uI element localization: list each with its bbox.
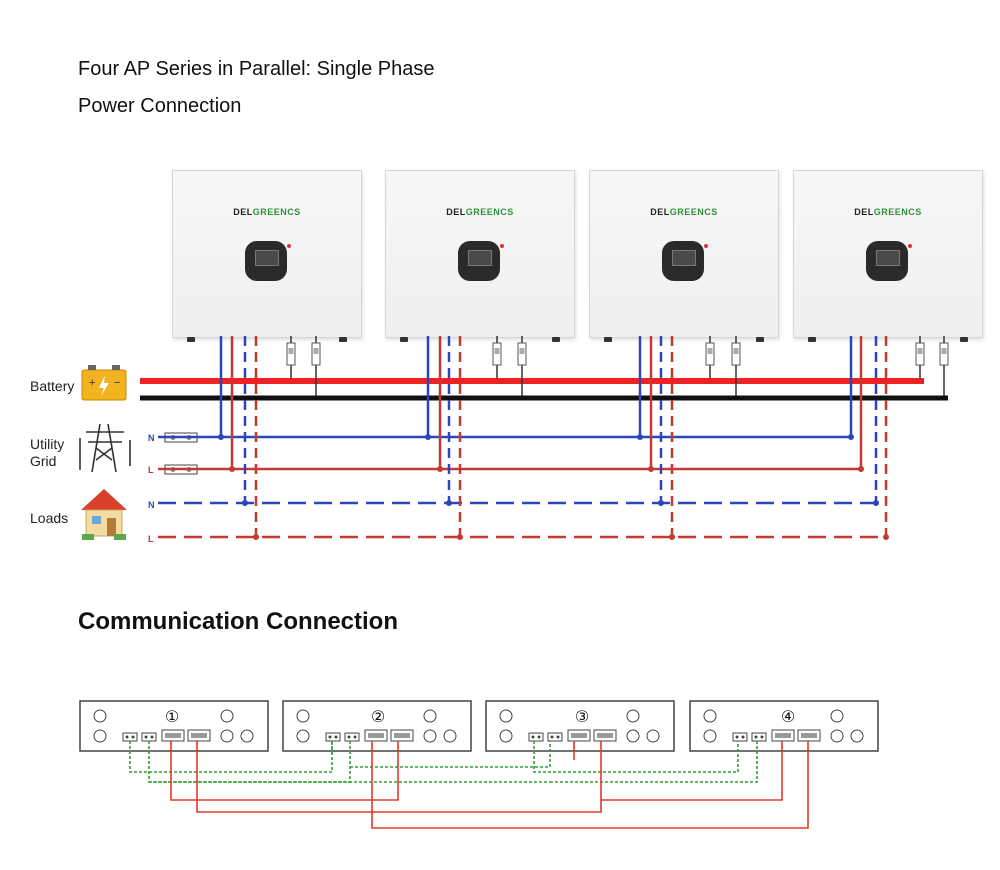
- comm-unit-1: [79, 700, 269, 752]
- load-l-label: L: [148, 534, 154, 544]
- diagram-subtitle: Power Connection: [78, 95, 242, 117]
- display-panel: [245, 241, 291, 281]
- grid-label: Grid: [30, 453, 57, 469]
- utility-label: Utility: [30, 436, 65, 452]
- power-pylon-icon: [79, 423, 131, 473]
- inverter-1: DELGREENCS: [172, 170, 362, 342]
- unit-2-number: ②: [371, 707, 385, 726]
- display-panel: [866, 241, 912, 281]
- grid-n-label: N: [148, 433, 155, 443]
- battery-label: Battery: [30, 378, 75, 394]
- comm-unit-2: [282, 700, 472, 752]
- loads-label: Loads: [30, 510, 69, 526]
- svg-text:−: −: [114, 377, 120, 389]
- svg-text:+: +: [89, 377, 95, 389]
- unit-3-number: ③: [575, 707, 589, 726]
- comm-section-title: Communication Connection: [78, 608, 398, 635]
- unit-4-number: ④: [781, 707, 795, 726]
- display-panel: [662, 241, 708, 281]
- grid-l-label: L: [148, 465, 154, 475]
- comm-unit-4: [689, 700, 879, 752]
- inverter-3: DELGREENCS: [589, 170, 779, 342]
- unit-1-number: ①: [165, 707, 179, 726]
- house-icon: [81, 489, 127, 540]
- inverter-brand: DELGREENCS: [446, 207, 514, 217]
- comm-unit-3: [485, 700, 675, 752]
- diagram-title: Four AP Series in Parallel: Single Phase: [78, 58, 435, 80]
- battery-icon: + −: [81, 365, 127, 401]
- inverter-brand: DELGREENCS: [650, 207, 718, 217]
- inverter-2: DELGREENCS: [385, 170, 575, 342]
- inverter-4: DELGREENCS: [793, 170, 983, 342]
- display-panel: [458, 241, 504, 281]
- inverter-brand: DELGREENCS: [233, 207, 301, 217]
- inverter-brand: DELGREENCS: [854, 207, 922, 217]
- load-n-label: N: [148, 500, 155, 510]
